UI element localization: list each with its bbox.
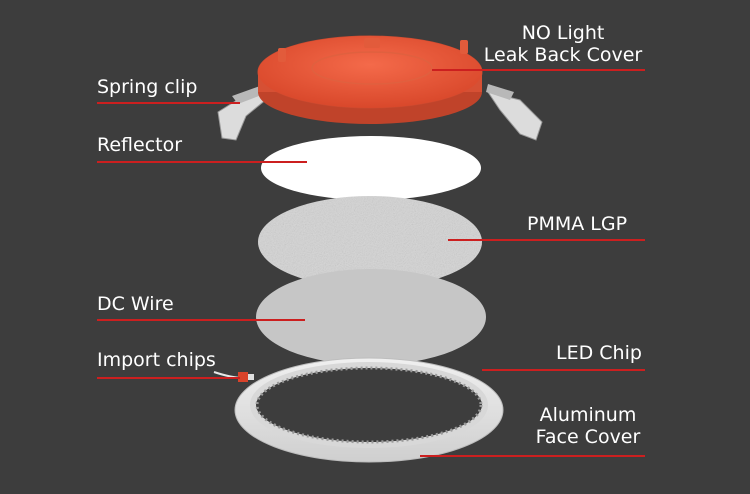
reflector-disc	[261, 136, 481, 200]
label-dc-wire: DC Wire	[97, 293, 174, 315]
face-cover-ring	[234, 357, 504, 463]
label-back-cover: NO Light Leak Back Cover	[482, 22, 644, 66]
leader-lines	[97, 69, 645, 457]
label-led-chip: LED Chip	[556, 342, 642, 364]
diffuser-disc	[256, 269, 486, 365]
label-import-chips: Import chips	[97, 349, 216, 371]
label-face-cover-line1: Aluminum	[539, 404, 637, 426]
label-reflector: Reflector	[97, 134, 183, 156]
lgp-disc	[258, 196, 482, 288]
label-pmma-lgp: PMMA LGP	[527, 213, 628, 235]
dc-wire-connector	[213, 371, 254, 382]
spring-clip-right	[486, 84, 543, 141]
back-cover	[217, 35, 543, 141]
spring-clip-left	[217, 86, 270, 141]
label-back-cover-line1: NO Light	[521, 22, 605, 44]
label-spring-clip: Spring clip	[97, 76, 198, 98]
label-face-cover: Aluminum Face Cover	[528, 404, 648, 448]
label-face-cover-line2: Face Cover	[535, 426, 641, 448]
label-back-cover-line2: Leak Back Cover	[483, 44, 643, 66]
